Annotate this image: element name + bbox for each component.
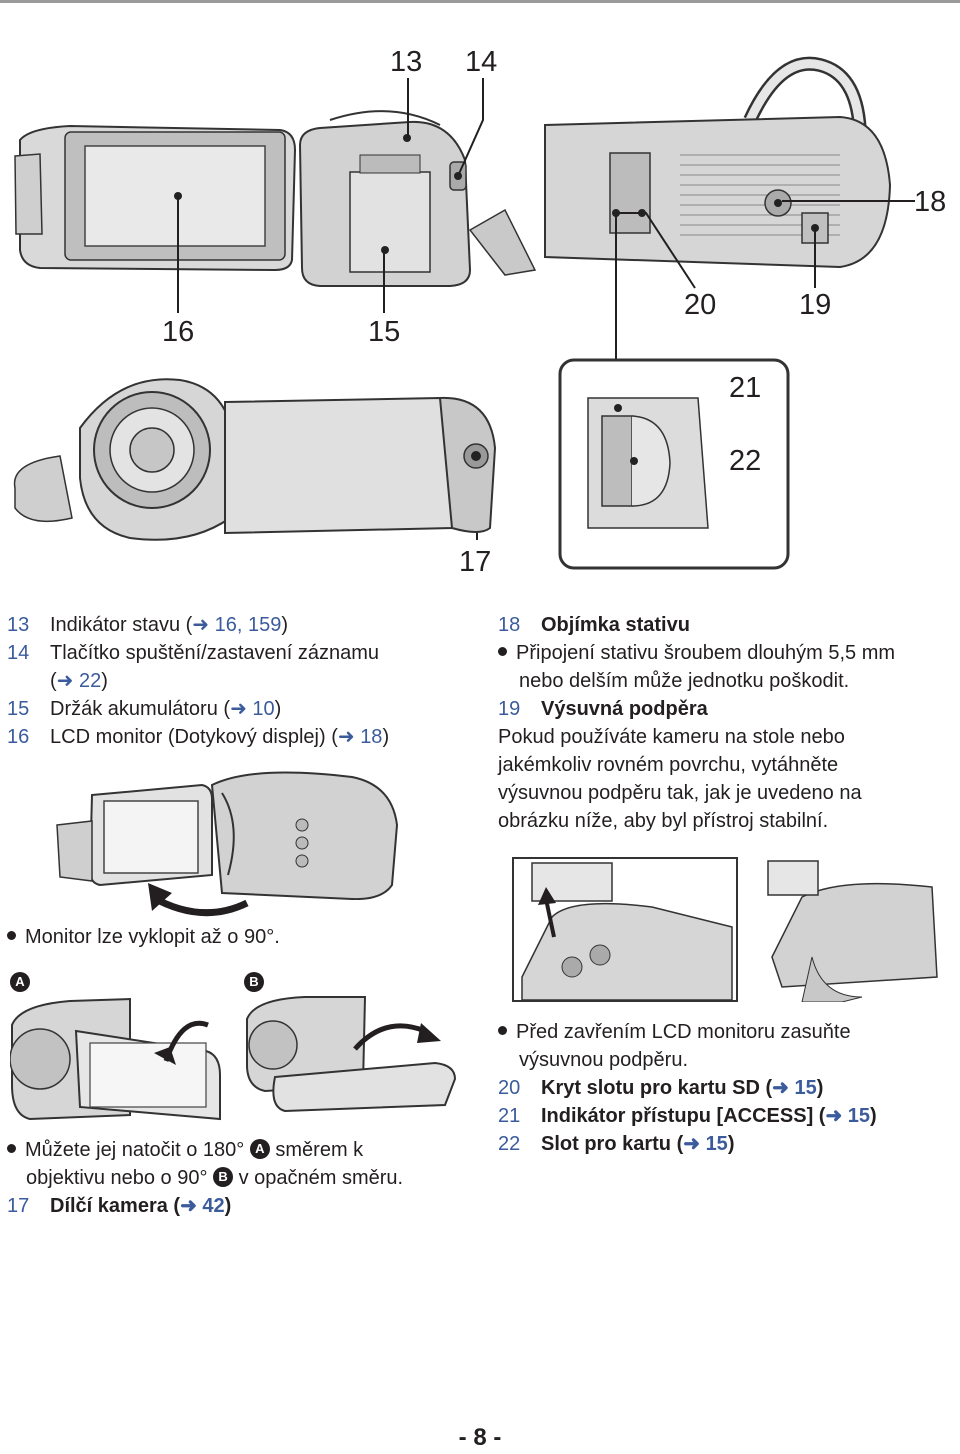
- badge-b-icon: B: [244, 972, 264, 992]
- lcd-rotate-90-illustration: [246, 996, 457, 1113]
- bullet-icon: [7, 1144, 16, 1154]
- item-title: Objímka stativu: [541, 614, 690, 636]
- item19-desc-line4: obrázku níže, aby byl přístroj stabilní.: [498, 810, 829, 832]
- arrow-icon: ➜: [56, 670, 74, 692]
- item-number: 22: [498, 1133, 521, 1155]
- camera-tilt-90-illustration: [56, 771, 399, 917]
- page-ref-link[interactable]: 15: [794, 1077, 817, 1099]
- badge-b-icon: B: [213, 1166, 234, 1187]
- list-item-13: 13 Indikátor stavu (➜ 16, 159): [7, 611, 467, 639]
- list-item-14: 14 Tlačítko spuštění/zastavení záznamu: [7, 639, 467, 667]
- camera-front-view-illustration: [13, 378, 497, 541]
- item-number: 13: [7, 614, 30, 636]
- support-bullet-line2: výsuvnou podpěru.: [519, 1049, 689, 1071]
- callout-21: 21: [729, 372, 762, 404]
- item-text: Držák akumulátoru (: [50, 698, 231, 720]
- item-number: 15: [7, 698, 30, 720]
- callout-20: 20: [684, 289, 717, 321]
- item-number: 20: [498, 1077, 521, 1099]
- page-ref-link[interactable]: 42: [202, 1195, 225, 1217]
- list-item-17: 17 Dílčí kamera (➜ 42): [7, 1192, 467, 1220]
- badge-a-icon: A: [249, 1138, 270, 1159]
- list-item-20: 20 Kryt slotu pro kartu SD (➜ 15): [498, 1074, 948, 1102]
- item18-bullet-line2: nebo delším může jednotku poškodit.: [519, 670, 850, 692]
- top-rule: [0, 0, 960, 3]
- support-bullet-line1: Před zavřením LCD monitoru zasuňte: [498, 1018, 851, 1046]
- page-ref-link[interactable]: 16, 159: [214, 614, 282, 636]
- item-number: 17: [7, 1195, 30, 1217]
- list-item-16: 16 LCD monitor (Dotykový displej) (➜ 18): [7, 723, 467, 751]
- callout-18: 18: [914, 186, 947, 218]
- arrow-icon: ➜: [337, 726, 355, 748]
- item-number: 19: [498, 698, 521, 720]
- badge-a-label: A: [10, 972, 30, 994]
- arrow-icon: ➜: [772, 1077, 789, 1099]
- callout-19: 19: [799, 289, 832, 321]
- callout-16: 16: [162, 316, 195, 348]
- item-number: 21: [498, 1105, 521, 1127]
- item-text: Indikátor stavu (: [50, 614, 193, 636]
- arrow-icon: ➜: [192, 614, 210, 636]
- monitor-tilt-note: Monitor lze vyklopit až o 90°.: [7, 923, 280, 951]
- page-ref-link[interactable]: 15: [847, 1105, 871, 1127]
- item18-bullet-line1: Připojení stativu šroubem dlouhým 5,5 mm: [498, 639, 895, 667]
- item19-desc-line3: výsuvnou podpěru tak, jak je uvedeno na: [498, 782, 862, 804]
- item-text: Kryt slotu pro kartu SD (: [541, 1077, 773, 1099]
- item19-desc-line2: jakémkoliv rovném povrchu, vytáhněte: [498, 754, 839, 776]
- callout-14: 14: [465, 46, 498, 78]
- bullet-icon: [498, 647, 507, 657]
- list-item-14-ref: (➜ 22): [50, 670, 108, 692]
- arrow-icon: ➜: [683, 1133, 700, 1155]
- sd-slot-inset-illustration: [558, 358, 790, 570]
- item-text: Tlačítko spuštění/zastavení záznamu: [50, 642, 380, 664]
- callout-17: 17: [459, 546, 492, 578]
- page-ref-link[interactable]: 22: [79, 670, 102, 692]
- support-leg-illustration-2: [767, 860, 938, 1002]
- badge-a-icon: A: [10, 972, 30, 992]
- page-number: - 8 -: [458, 1424, 502, 1451]
- item-text: LCD monitor (Dotykový displej) (: [50, 726, 338, 748]
- page-ref-link[interactable]: 18: [360, 726, 383, 748]
- camera-body-battery-illustration: [298, 110, 537, 287]
- callout-22: 22: [729, 445, 762, 477]
- rotate-note-line1: Můžete jej natočit o 180° A směrem k: [7, 1136, 363, 1164]
- item-title: Výsuvná podpěra: [541, 698, 708, 720]
- list-item-22: 22 Slot pro kartu (➜ 15): [498, 1130, 948, 1158]
- list-item-19: 19 Výsuvná podpěra: [498, 695, 948, 723]
- item-text: Indikátor přístupu [ACCESS] (: [541, 1105, 826, 1127]
- callout-15: 15: [368, 316, 401, 348]
- lcd-rotate-180-illustration: [10, 997, 221, 1121]
- item-text: Dílčí kamera (: [50, 1195, 181, 1217]
- badge-b-label: B: [244, 972, 264, 994]
- arrow-icon: ➜: [825, 1105, 843, 1127]
- callout-13: 13: [390, 46, 423, 78]
- page-ref-link[interactable]: 15: [705, 1133, 728, 1155]
- item19-desc-line1: Pokud používáte kameru na stole nebo: [498, 726, 845, 748]
- list-item-15: 15 Držák akumulátoru (➜ 10): [7, 695, 467, 723]
- item-number: 18: [498, 614, 521, 636]
- list-item-18: 18 Objímka stativu: [498, 611, 948, 639]
- bullet-icon: [498, 1026, 507, 1036]
- rotate-note-line2: objektivu nebo o 90° B v opačném směru.: [26, 1166, 404, 1189]
- list-item-21: 21 Indikátor přístupu [ACCESS] (➜ 15): [498, 1102, 948, 1130]
- item-number: 16: [7, 726, 30, 748]
- bullet-icon: [7, 931, 16, 941]
- arrow-icon: ➜: [230, 698, 247, 720]
- camera-open-lcd-illustration: [14, 124, 297, 272]
- support-leg-illustration-1: [512, 857, 738, 1002]
- page-ref-link[interactable]: 10: [252, 698, 275, 720]
- arrow-icon: ➜: [180, 1195, 197, 1217]
- item-number: 14: [7, 642, 30, 664]
- item-text: Slot pro kartu (: [541, 1133, 684, 1155]
